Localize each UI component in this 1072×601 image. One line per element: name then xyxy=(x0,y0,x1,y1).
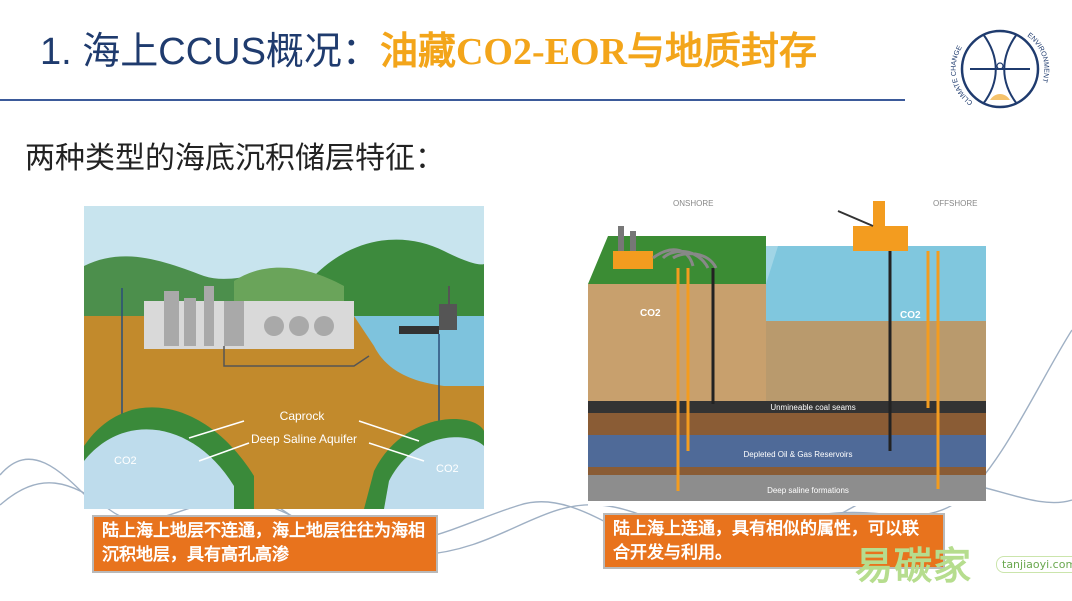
watermark-url: tanjiaoyi.com xyxy=(996,556,1072,573)
title-highlight: 油藏CO2-EOR与地质封存 xyxy=(379,31,817,73)
label-onshore: ONSHORE xyxy=(673,199,713,208)
watermark-logo: 易碳家 xyxy=(855,544,973,588)
title-prefix: 1. 海上CCUS概况： xyxy=(40,31,380,73)
right-caption: 陆上海上连通，具有相似的属性，可以联合开发与利用。 xyxy=(603,513,945,569)
label-co2-right: CO2 xyxy=(436,463,459,475)
label-co2-onshore: CO2 xyxy=(640,308,661,319)
label-co2-left: CO2 xyxy=(114,455,137,467)
label-caprock: Caprock xyxy=(280,409,326,423)
label-co2-offshore: CO2 xyxy=(900,310,921,321)
section-subtitle: 两种类型的海底沉积储层特征： xyxy=(25,141,445,176)
layer-label-coal: Unmineable coal seams xyxy=(770,403,855,412)
onshore-offshore-storage-illustration: ONSHORE OFFSHORE CO2 CO2 Unmineable coa xyxy=(588,196,986,506)
climate-environment-logo: CLIMATE CHANGE ENVIRONMENT xyxy=(951,29,1049,109)
title-underline xyxy=(0,99,905,101)
label-deep-saline-aquifer: Deep Saline Aquifer xyxy=(251,432,357,446)
layer-label-oil-gas: Depleted Oil & Gas Reservoirs xyxy=(744,450,853,459)
page-title: 1. 海上CCUS概况：油藏CO2-EOR与地质封存 xyxy=(40,32,817,71)
saline-aquifer-illustration: Caprock Deep Saline Aquifer CO2 CO2 xyxy=(84,206,484,509)
layer-label-saline: Deep saline formations xyxy=(767,486,849,495)
label-offshore: OFFSHORE xyxy=(933,199,977,208)
left-caption: 陆上海上地层不连通，海上地层往往为海相沉积地层，具有高孔高渗 xyxy=(92,515,438,573)
